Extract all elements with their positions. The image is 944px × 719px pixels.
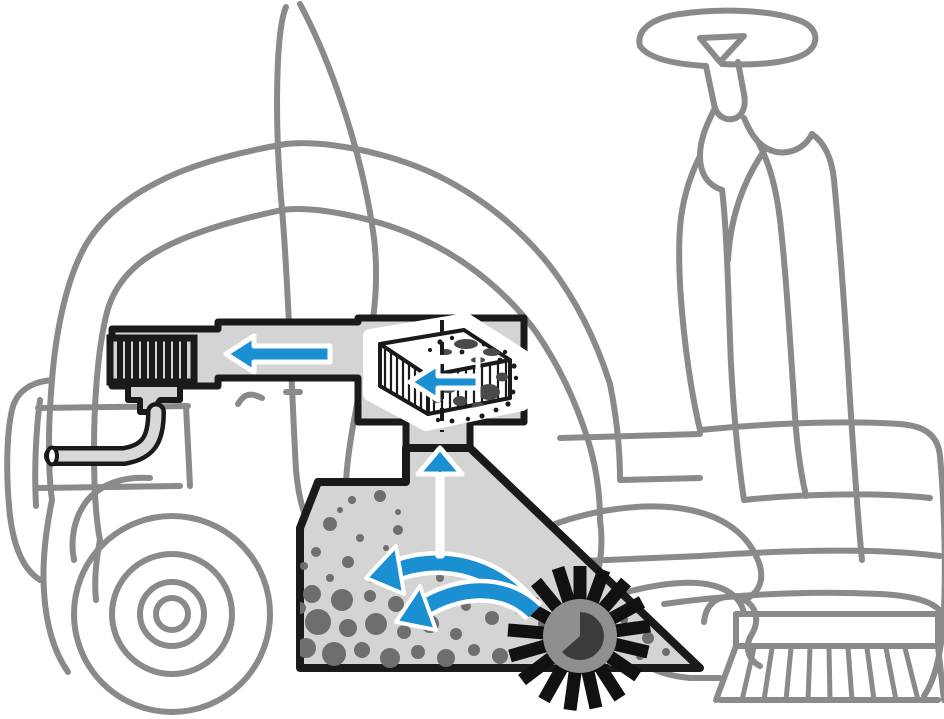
steering-wheel	[636, 7, 819, 123]
arrow-sweep-lower	[394, 578, 543, 632]
front-wheel	[69, 474, 273, 715]
rear-side-brush	[701, 593, 944, 703]
arrow-vertical-up	[415, 445, 465, 559]
arrow-through-filter	[407, 353, 481, 403]
fan-blower	[106, 334, 198, 415]
steering-column	[676, 107, 865, 563]
exhaust-hose	[44, 402, 166, 467]
dust-specks	[435, 349, 519, 424]
arrow-horizontal-left	[223, 333, 333, 375]
front-hood	[4, 141, 289, 675]
mid-body	[279, 140, 703, 523]
airflow-arrows	[223, 333, 543, 632]
